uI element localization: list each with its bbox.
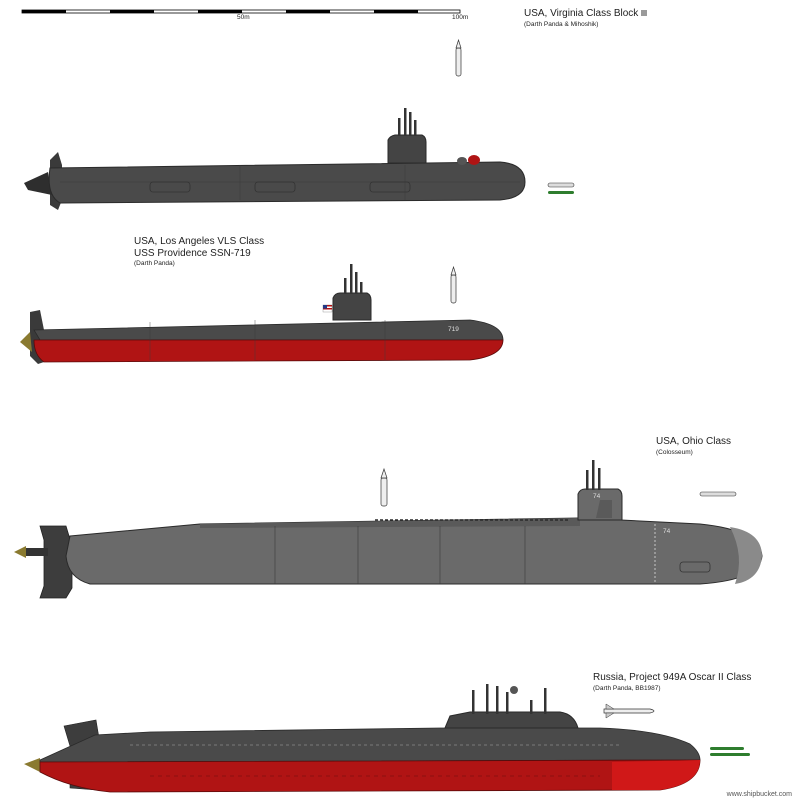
cruise-missile-icon <box>603 703 655 719</box>
ohio-title: USA, Ohio Class <box>656 436 732 447</box>
flag-icon <box>322 304 333 313</box>
oscar-submarine <box>24 684 750 793</box>
los-angeles-submarine <box>20 264 504 364</box>
torpedo-icon <box>710 747 750 756</box>
oscar-credit: (Darth Panda, BB1987) <box>593 684 661 692</box>
color-swatch-icon <box>641 10 648 16</box>
los-angeles-title: USA, Los Angeles VLS Class <box>134 236 265 247</box>
oscar-title: Russia, Project 949A Oscar II Class <box>593 672 752 683</box>
ohio-submarine <box>14 460 763 599</box>
hull-number: 719 <box>448 326 459 333</box>
torpedo-icon <box>699 491 737 497</box>
los-angeles-label: USA, Los Angeles VLS Class USS Providenc… <box>134 236 264 267</box>
los-angeles-subtitle: USS Providence SSN-719 <box>134 247 251 259</box>
sail-number: 74 <box>593 493 601 500</box>
missile-icon <box>450 265 457 304</box>
oscar-label: Russia, Project 949A Oscar II Class (Dar… <box>593 672 751 692</box>
torpedo-icon <box>547 182 575 194</box>
scale-label-100m: 100m <box>452 14 469 21</box>
scale-bar <box>21 9 461 14</box>
los-angeles-credit: (Darth Panda) <box>134 260 175 267</box>
virginia-submarine <box>24 38 575 210</box>
scale-label-50m: 50m <box>237 14 250 21</box>
virginia-label: USA, Virginia Class Block (Darth Panda &… <box>524 8 648 28</box>
ohio-label: USA, Ohio Class (Colosseum) <box>656 436 731 456</box>
missile-icon <box>455 38 462 77</box>
virginia-credit: (Darth Panda & Mihoshik) <box>524 20 599 28</box>
ohio-credit: (Colosseum) <box>656 448 693 456</box>
missile-icon <box>380 467 388 507</box>
site-credit: www.shipbucket.com <box>726 791 792 798</box>
bow-number: 74 <box>663 528 671 535</box>
virginia-title: USA, Virginia Class Block <box>524 8 639 19</box>
